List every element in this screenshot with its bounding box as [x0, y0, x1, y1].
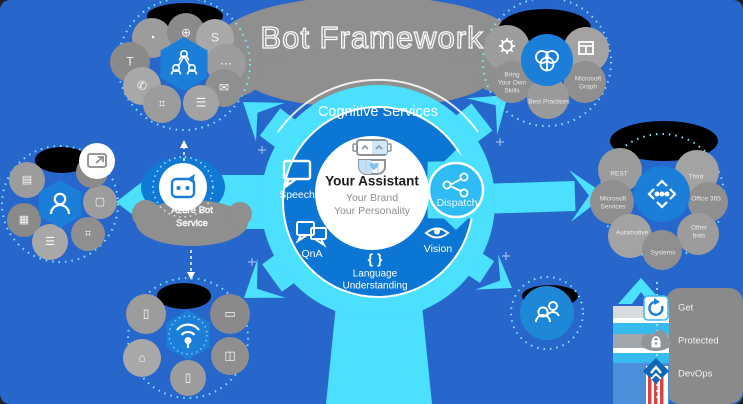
- skills-left-label-3: Skills: [504, 87, 520, 95]
- globe-icon: ⊕: [180, 25, 192, 40]
- console-icon: ◫: [224, 348, 236, 363]
- move-arrows-icon: [647, 179, 677, 209]
- azure-bot-service-label-1: Azure Bot: [171, 204, 213, 216]
- box-icon: ▢: [94, 195, 106, 208]
- speech-label: Speech: [279, 189, 315, 202]
- wifi-icon: [176, 323, 200, 348]
- skills-right-label-1: Microsoft: [574, 75, 602, 83]
- channels-hexagon: [160, 37, 208, 91]
- deployment-item-1: Get: [678, 302, 694, 314]
- users-cluster: [1, 143, 119, 263]
- integration-label-tr: Third: [688, 173, 704, 181]
- refresh-square-icon: [643, 295, 669, 321]
- assistant-brand: Your Brand: [345, 192, 399, 205]
- connector-dashes: [183, 146, 192, 273]
- language-label-1: Language: [352, 268, 398, 280]
- hash-icon: ⌗: [84, 227, 92, 240]
- robot-icon: [352, 139, 392, 175]
- cloud-lock-icon: [641, 330, 671, 351]
- dispatch-label: Dispatch: [436, 197, 478, 210]
- skype-icon: S: [210, 30, 220, 45]
- phone-icon: ✆: [136, 78, 148, 93]
- radio-icon: ▭: [224, 306, 236, 321]
- chat-dots-icon: ⋯: [220, 56, 232, 71]
- devops-icon: [643, 358, 669, 384]
- azure-bot-service-node: [132, 140, 252, 280]
- home-icon: ⌂: [138, 350, 146, 365]
- brain-icon: [535, 50, 559, 72]
- teams-icon: T: [126, 54, 134, 69]
- integration-label-bl: Automotive: [615, 229, 649, 237]
- devices-hexagon: [166, 310, 210, 360]
- skills-left-label-1: Bring: [504, 71, 520, 79]
- braces-icon: { }: [367, 250, 383, 267]
- shield-icon: ▤: [21, 173, 33, 186]
- devices-cluster: [123, 277, 250, 399]
- integration-label-mr: Office 365: [691, 195, 721, 203]
- vision-label: Vision: [423, 243, 453, 256]
- language-label-2: Understanding: [342, 280, 408, 292]
- skills-bottom-label: Best Practices: [528, 98, 570, 106]
- integration-label-tl: REST: [610, 170, 628, 178]
- cognitive-services-label: Cognitive Services: [317, 104, 439, 121]
- integration-label-ml2: Services: [600, 203, 626, 211]
- channels-cluster: [110, 0, 251, 131]
- deployment-stack: [613, 278, 743, 404]
- table-icon: ▦: [18, 213, 30, 226]
- integration-label-br1: Other: [690, 224, 708, 232]
- skills-right-label-2: Graph: [578, 83, 598, 91]
- assistant-circle: [315, 136, 429, 250]
- deployment-item-2: Protected: [678, 335, 719, 347]
- list-icon: ☰: [45, 235, 55, 248]
- email-icon: ✉: [218, 80, 230, 95]
- person-icon: [49, 192, 71, 215]
- grid-icon: ⌗: [158, 96, 166, 111]
- qna-label: QnA: [301, 248, 323, 261]
- speech-icon: [282, 159, 312, 188]
- package-icon: [578, 41, 594, 55]
- bot-service-icon: [170, 174, 196, 199]
- assistant-personality: Your Personality: [333, 205, 411, 218]
- skills-left-label-2: Your Own: [497, 79, 527, 87]
- integrations-cluster: [590, 121, 728, 270]
- skills-cluster: [482, 0, 612, 127]
- network-people-icon: [170, 50, 198, 75]
- tablet-icon: ▯: [142, 306, 150, 321]
- clock-icon: ◔: [148, 30, 156, 45]
- azure-bot-service-label-2: Service: [176, 217, 208, 229]
- sparkle-decor: [248, 138, 510, 266]
- diagram-title: Bot Framework: [260, 19, 484, 55]
- integrations-cluster-petals: [590, 148, 728, 270]
- integration-label-ml1: Microsoft: [599, 195, 627, 203]
- menu-icon: ☰: [195, 95, 207, 110]
- integration-label-bc: Systems: [650, 249, 676, 257]
- channels-cluster-petals: [110, 13, 246, 123]
- devices-cluster-petals: [123, 294, 250, 396]
- integration-label-br2: bots: [692, 232, 706, 240]
- dispatch-circle: [427, 161, 485, 219]
- assistant-name: Your Assistant: [325, 173, 419, 189]
- people-node: [510, 276, 584, 350]
- vision-eye-icon: [424, 227, 450, 239]
- dispatch-share-icon: [442, 172, 469, 198]
- gear-icon: [499, 38, 515, 54]
- deployment-item-3: DevOps: [678, 368, 713, 380]
- qna-icon: [295, 221, 327, 248]
- adaptive-card-icon: [87, 153, 107, 168]
- phone-device-icon: ▯: [184, 370, 192, 385]
- people-icon: [535, 301, 560, 323]
